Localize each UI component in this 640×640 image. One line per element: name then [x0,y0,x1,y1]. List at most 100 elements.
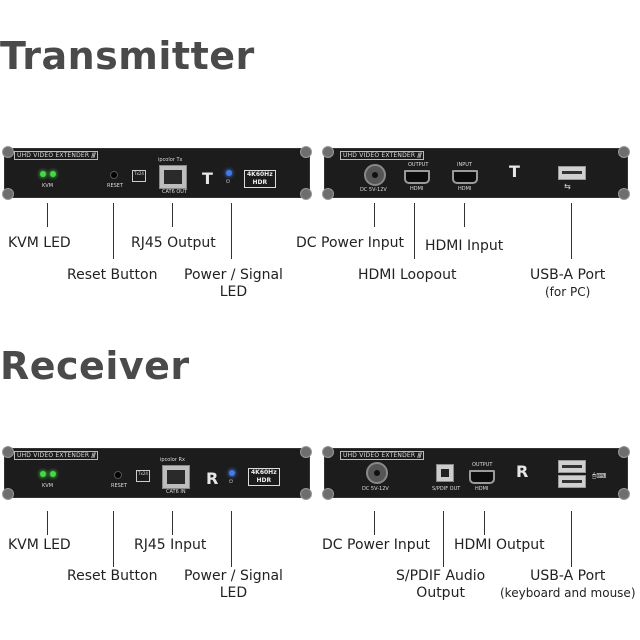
hdmi-output-label: HDMI Output [454,537,545,553]
leader-line [231,511,232,567]
dc-power-input-label: DC Power Input [296,235,405,251]
reset-button-label: Reset Button [67,568,158,584]
reset-text: RESET [111,483,128,489]
screw-icon [300,146,312,158]
leader-line [571,511,572,567]
rj45-input-label: RJ45 Input [134,537,207,553]
dc-text: DC 5V-12V [360,187,387,193]
leader-line [414,203,415,259]
mouse-keyboard-icon: 🖰⌨ [592,472,607,480]
reset-button-hole[interactable] [114,471,122,479]
leader-line [47,203,48,227]
reset-button-label: Reset Button [67,267,158,283]
screw-icon [300,488,312,500]
leader-line [231,203,232,259]
device-letter: R [516,462,529,481]
screw-icon [2,146,14,158]
kvm-led-label: KVM LED [8,537,71,553]
screw-icon [322,188,334,200]
screw-icon [618,188,630,200]
leader-line [571,203,572,259]
hdmi-loopout-label: HDMI Loopout [358,267,457,283]
transmitter-front-panel: UHD VIDEO EXTENDER/// KVM RESET Tx24 ipc… [2,146,312,200]
port-bottom-text: CAT6 OUT [162,189,187,195]
reset-text: RESET [107,183,124,189]
brand-label: UHD VIDEO EXTENDER/// [340,451,424,460]
screw-icon [322,488,334,500]
kvm-text: KVM [42,483,54,489]
hdmi-output-bottom-text: HDMI [410,186,424,192]
screw-icon [322,146,334,158]
dc-power-jack[interactable] [366,462,388,484]
port-top-text: ipcolor Tx [158,157,183,163]
hdmi-input-label: HDMI Input [425,238,504,254]
screw-icon [618,446,630,458]
rj45-port[interactable] [162,465,190,489]
leader-line [443,511,444,567]
kvm-led-label: KVM LED [8,235,71,251]
leader-line [113,203,114,259]
leader-line [47,511,48,535]
transmitter-rear-panel: UHD VIDEO EXTENDER/// DC 5V-12V OUTPUT H… [322,146,630,200]
brand-label: UHD VIDEO EXTENDER/// [14,151,98,160]
hdmi-input-bottom-text: HDMI [458,186,472,192]
kvm-led-indicator [40,171,46,177]
device-letter: T [509,162,520,181]
rj45-output-label: RJ45 Output [131,235,216,251]
hdmi-output-port[interactable] [469,470,495,484]
kvm-text: KVM [42,183,54,189]
transmitter-title: Transmitter [0,34,255,78]
4k-badge: 4K60Hz HDR [244,170,276,188]
usb-icon: ⇆ [564,182,571,191]
leader-line [374,511,375,535]
4k-badge: 4K60Hz HDR [248,468,280,486]
receiver-front-panel: UHD VIDEO EXTENDER/// KVM RESET Tx24 ipc… [2,446,312,500]
power-led-indicator [226,170,232,176]
kvm-led-indicator [40,471,46,477]
screw-icon [300,446,312,458]
spdif-text: S/PDIF OUT [432,486,461,492]
power-icon: ⏻ [226,179,230,185]
hdmi-output-port[interactable] [404,170,430,184]
hdmi-input-port[interactable] [452,170,478,184]
tx-icon: Tx24 [132,170,146,182]
usb-a-port[interactable] [558,166,586,180]
screw-icon [300,188,312,200]
spdif-port[interactable] [436,464,454,482]
leader-line [374,203,375,227]
kvm-led-indicator [50,471,56,477]
leader-line [113,511,114,567]
power-signal-led-label: Power / Signal LED [184,267,283,300]
screw-icon [618,488,630,500]
screw-icon [322,446,334,458]
leader-line [172,203,173,227]
device-letter: T [202,169,213,188]
power-signal-led-label: Power / Signal LED [184,568,283,601]
kvm-led-indicator [50,171,56,177]
spdif-audio-output-label: S/PDIF Audio Output [396,568,486,601]
device-letter: R [206,469,219,488]
leader-line [172,511,173,535]
screw-icon [2,488,14,500]
brand-label: UHD VIDEO EXTENDER/// [14,451,98,460]
brand-label: UHD VIDEO EXTENDER/// [340,151,424,160]
receiver-title: Receiver [0,344,190,388]
reset-button-hole[interactable] [110,171,118,179]
receiver-rear-panel: UHD VIDEO EXTENDER/// DC 5V-12V S/PDIF O… [322,446,630,500]
screw-icon [2,446,14,458]
usb-a-port-label: USB-A Port (for PC) [530,267,606,299]
hdmi-output-top-text: OUTPUT [472,462,493,468]
hdmi-output-bottom-text: HDMI [475,486,489,492]
usb-a-port-top[interactable] [558,460,586,473]
usb-a-port-label: USB-A Port (keyboard and mouse) [500,568,636,600]
rj45-port[interactable] [159,165,187,189]
port-top-text: ipcolor Rx [160,457,185,463]
dc-power-input-label: DC Power Input [322,537,431,553]
power-led-indicator [229,470,235,476]
hdmi-input-top-text: INPUT [457,162,472,168]
usb-a-port-bottom[interactable] [558,475,586,488]
screw-icon [2,188,14,200]
leader-line [484,511,485,535]
dc-power-jack[interactable] [364,164,386,186]
dc-text: DC 5V-12V [362,486,389,492]
